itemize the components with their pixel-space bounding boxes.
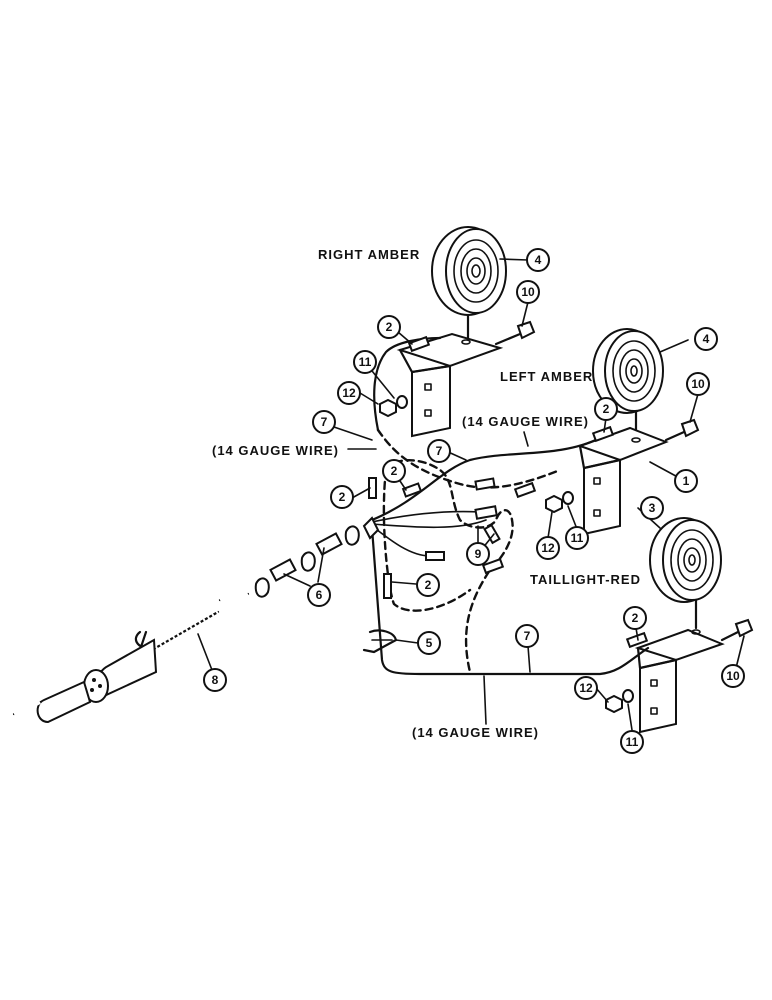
callout-2-a: 2 xyxy=(377,315,401,339)
callout-2-e: 2 xyxy=(416,573,440,597)
taillight-bracket xyxy=(634,628,725,734)
svg-text:4: 4 xyxy=(703,332,710,346)
callout-2-d: 2 xyxy=(330,485,354,509)
label-left-amber: LEFT AMBER xyxy=(500,369,593,384)
svg-text:10: 10 xyxy=(691,377,705,391)
right-amber-lamp xyxy=(431,226,507,340)
callout-12-b: 12 xyxy=(536,536,560,560)
svg-text:11: 11 xyxy=(359,355,372,369)
svg-text:3: 3 xyxy=(649,501,656,515)
callout-11-c: 11 xyxy=(620,730,644,754)
callout-4-left: 4 xyxy=(694,327,718,351)
svg-text:12: 12 xyxy=(579,681,593,695)
wiring-harness xyxy=(368,335,650,676)
callout-12-c: 12 xyxy=(574,676,598,700)
callout-5: 5 xyxy=(417,631,441,655)
svg-text:7: 7 xyxy=(321,415,328,429)
svg-text:12: 12 xyxy=(342,386,356,400)
label-gauge-wire-2: (14 GAUGE WIRE) xyxy=(212,443,339,458)
svg-text:10: 10 xyxy=(726,669,740,683)
leader-lines xyxy=(197,258,745,731)
taillight-lamp xyxy=(649,517,722,630)
callout-10-tail: 10 xyxy=(721,664,745,688)
svg-text:8: 8 xyxy=(212,673,219,687)
label-gauge-wire-1: (14 GAUGE WIRE) xyxy=(462,414,589,429)
callout-8: 8 xyxy=(203,668,227,692)
callout-1: 1 xyxy=(674,469,698,493)
callout-10-top: 10 xyxy=(516,280,540,304)
callout-11-a: 11 xyxy=(353,350,377,374)
svg-text:11: 11 xyxy=(626,735,639,749)
callout-11-b: 11 xyxy=(565,526,589,550)
nut-washer-left xyxy=(545,491,574,514)
right-bracket xyxy=(396,332,504,438)
svg-text:10: 10 xyxy=(521,285,535,299)
callout-7-a: 7 xyxy=(312,410,336,434)
svg-text:9: 9 xyxy=(475,547,482,561)
nut-washer-right xyxy=(379,395,408,418)
label-right-amber: RIGHT AMBER xyxy=(318,247,420,262)
callout-3: 3 xyxy=(640,496,664,520)
svg-text:2: 2 xyxy=(386,320,393,334)
svg-text:2: 2 xyxy=(425,578,432,592)
callout-balloons: 4 10 2 4 11 10 12 2 7 7 2 1 2 3 11 12 9 … xyxy=(203,248,745,754)
svg-text:12: 12 xyxy=(541,541,555,555)
svg-text:4: 4 xyxy=(535,253,542,267)
bolt-tail xyxy=(720,618,754,642)
callout-7-b: 7 xyxy=(427,439,451,463)
conduit-clamps xyxy=(218,516,380,603)
svg-text:5: 5 xyxy=(426,636,433,650)
callout-2-f: 2 xyxy=(623,606,647,630)
callout-7-c: 7 xyxy=(515,624,539,648)
callout-9: 9 xyxy=(466,542,490,566)
plug-assembly xyxy=(12,591,250,724)
callout-12-a: 12 xyxy=(337,381,361,405)
bolt-right xyxy=(494,320,536,346)
svg-text:2: 2 xyxy=(339,490,346,504)
svg-text:2: 2 xyxy=(391,464,398,478)
callout-6: 6 xyxy=(307,583,331,607)
label-gauge-wire-3: (14 GAUGE WIRE) xyxy=(412,725,539,740)
svg-text:7: 7 xyxy=(436,444,443,458)
callout-10-left: 10 xyxy=(686,372,710,396)
svg-text:6: 6 xyxy=(316,588,323,602)
svg-text:7: 7 xyxy=(524,629,531,643)
label-taillight-red: TAILLIGHT-RED xyxy=(530,572,641,587)
bolt-left xyxy=(664,418,700,442)
svg-text:2: 2 xyxy=(632,611,639,625)
callout-4-top: 4 xyxy=(526,248,550,272)
callout-2-c: 2 xyxy=(382,459,406,483)
svg-text:11: 11 xyxy=(571,531,584,545)
svg-text:1: 1 xyxy=(683,474,690,488)
svg-text:2: 2 xyxy=(603,402,610,416)
left-amber-lamp xyxy=(592,328,664,440)
callout-2-b: 2 xyxy=(594,397,618,421)
nut-washer-tail xyxy=(605,689,634,714)
